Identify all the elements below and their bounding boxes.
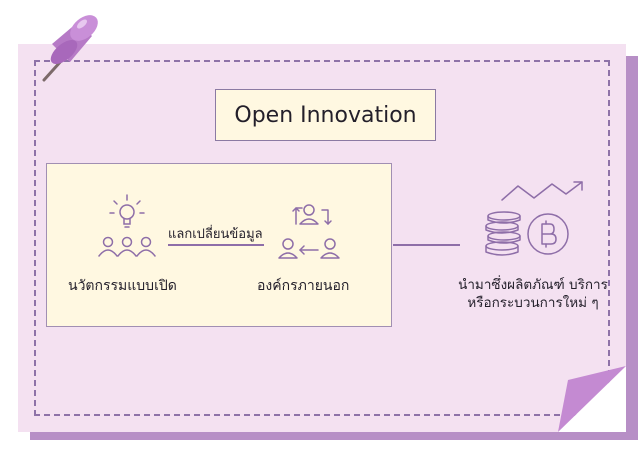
push-pin-icon [42, 15, 98, 82]
external-label: องค์กรภายนอก [257, 278, 350, 294]
lightbulb-team-icon [98, 194, 156, 257]
people-exchange-icon [278, 204, 340, 259]
outcome-line-2: หรือกระบวนการใหม่ ๆ [467, 295, 599, 311]
folded-corner [558, 366, 626, 432]
diagram-title: Open Innovation [234, 102, 417, 128]
internal-label: นวัตกรรมแบบเปิด [68, 278, 177, 294]
exchange-label: แลกเปลี่ยนข้อมูล [168, 227, 263, 242]
title-box: Open Innovation [215, 89, 436, 141]
outcome-line-1: นำมาซึ่งผลิตภัณฑ์ บริการ [458, 277, 608, 293]
exchange-line [168, 244, 264, 246]
dashed-border [34, 60, 610, 416]
outcome-text: นำมาซึ่งผลิตภัณฑ์ บริการ หรือกระบวนการให… [448, 276, 618, 312]
outcome-connector [393, 244, 460, 246]
coins-growth-bitcoin-icon [485, 181, 583, 256]
